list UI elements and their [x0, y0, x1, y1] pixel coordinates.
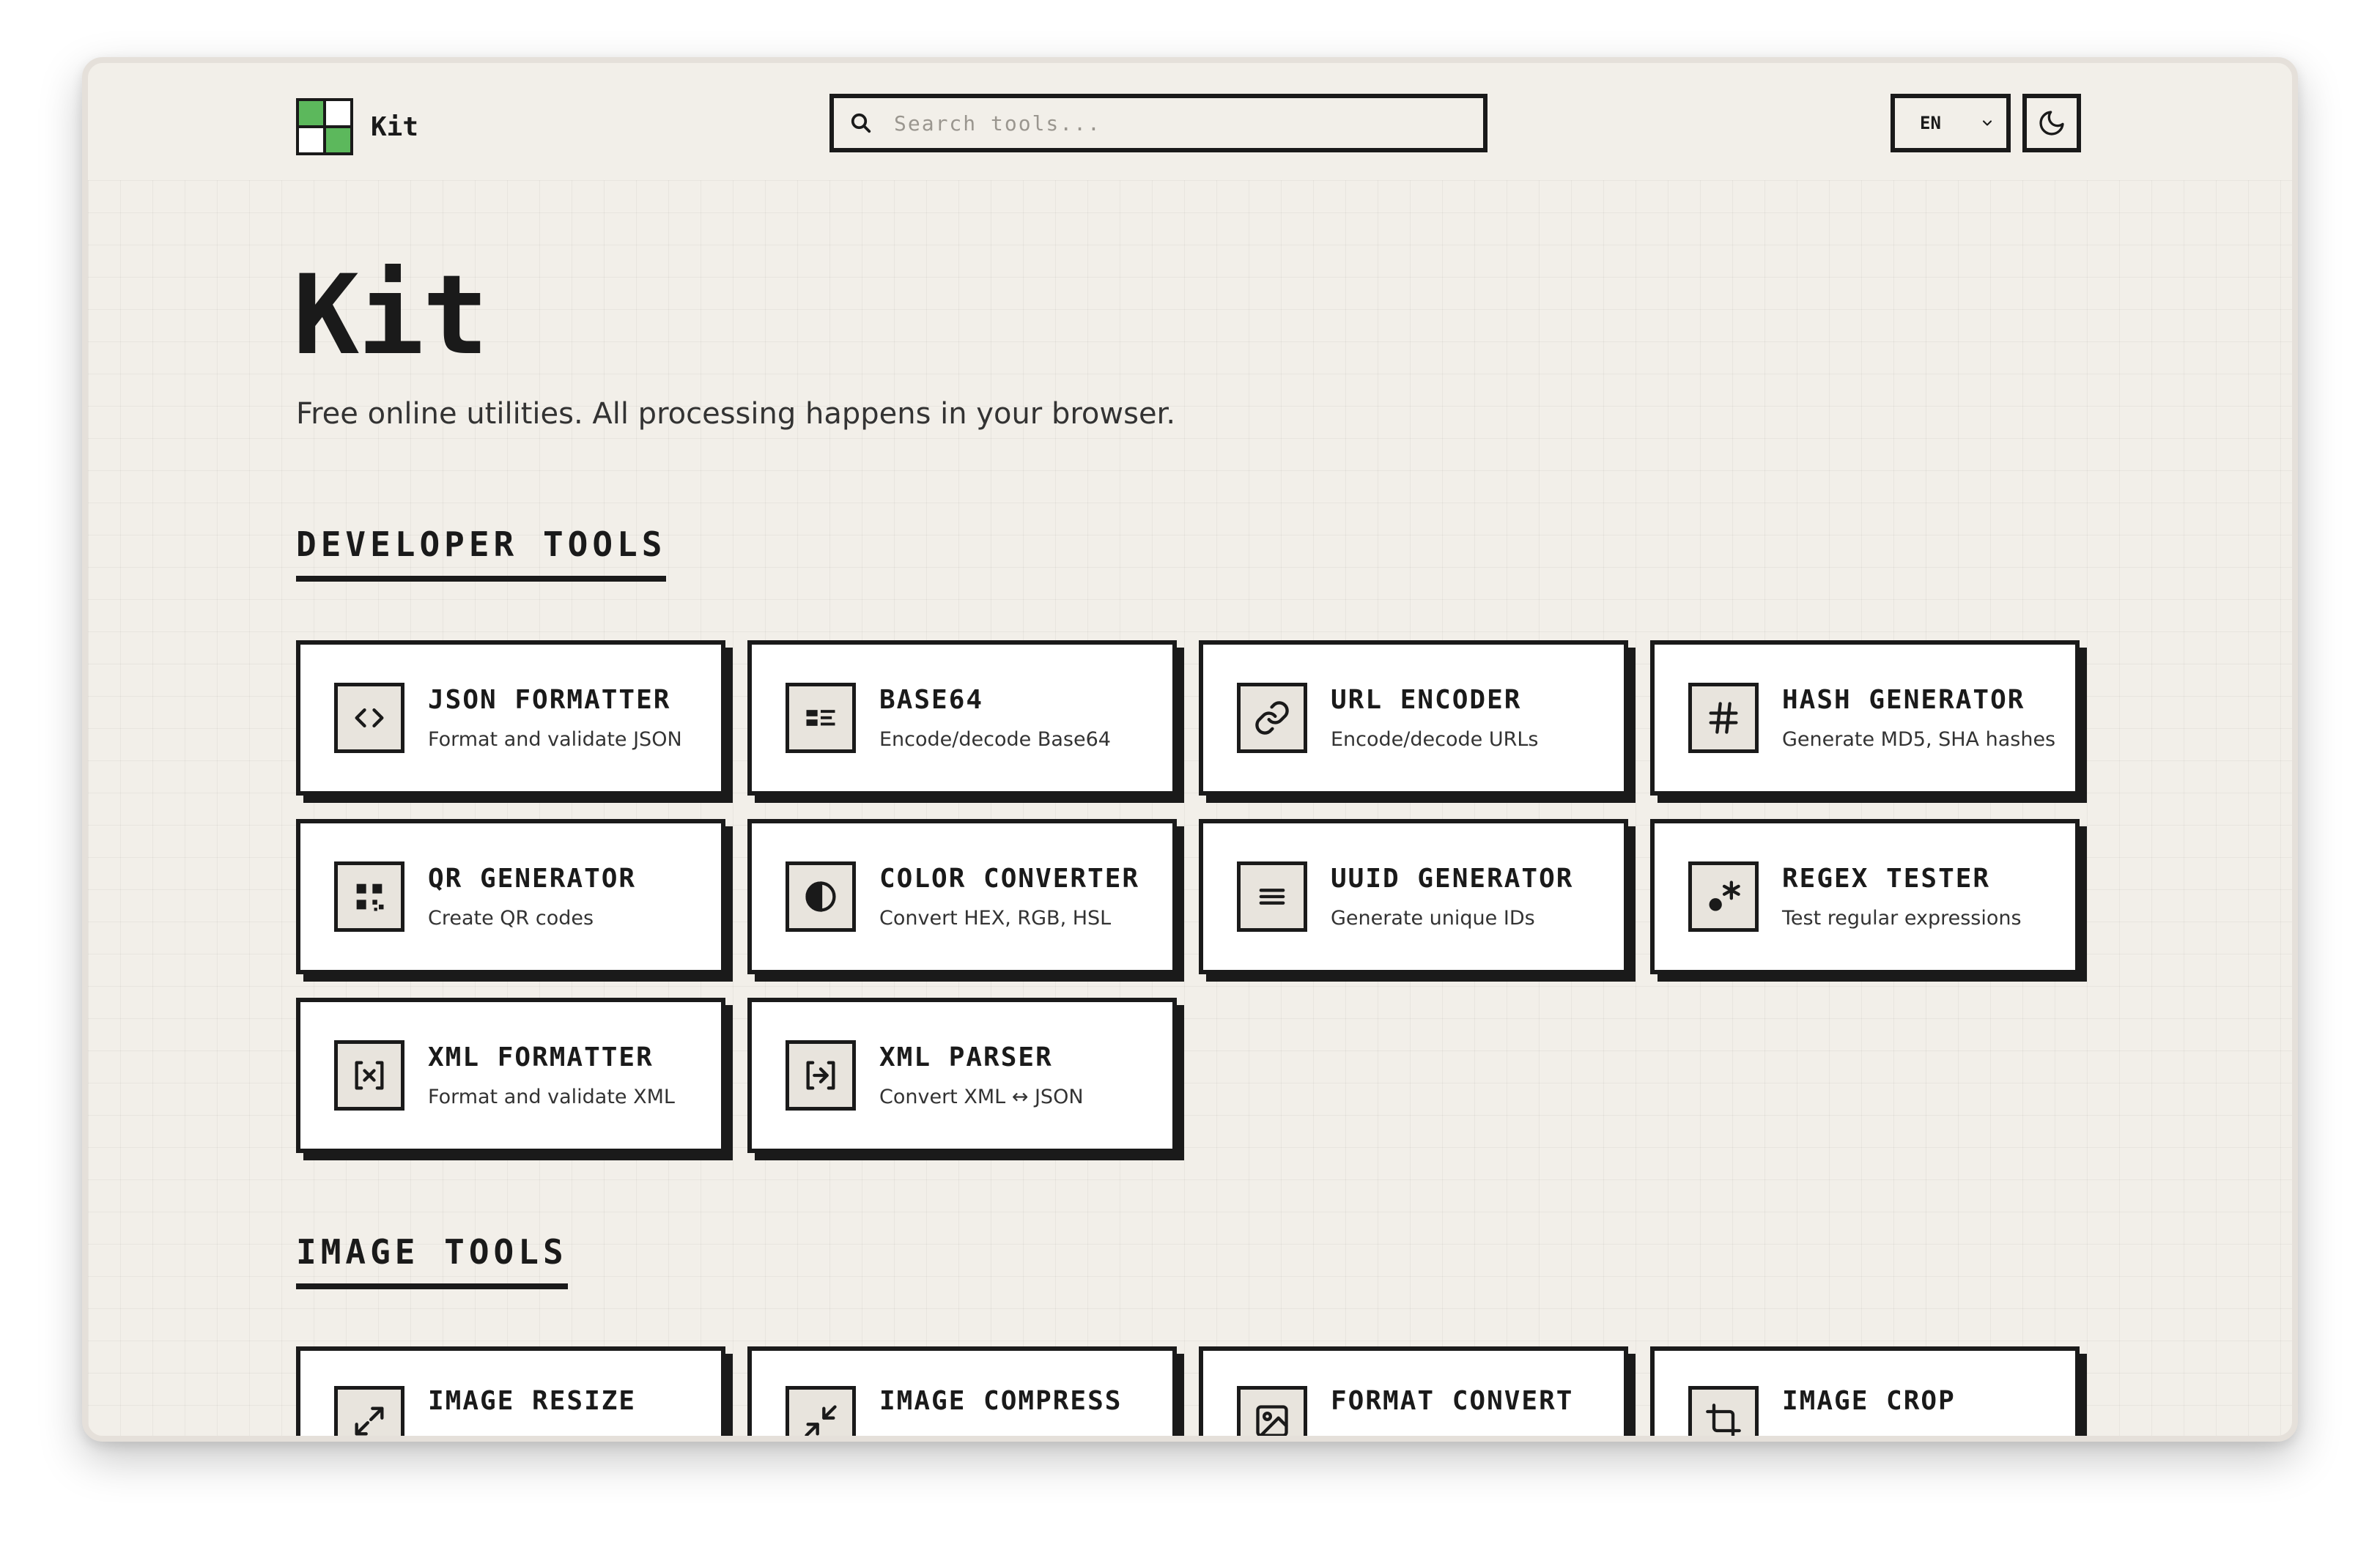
- tool-title: HASH GENERATOR: [1782, 685, 2025, 715]
- tool-card-image-resize[interactable]: IMAGE RESIZE: [296, 1346, 725, 1436]
- page-subtitle: Free online utilities. All processing ha…: [296, 397, 1176, 431]
- search-box[interactable]: [829, 94, 1488, 152]
- top-bar: Kit EN: [88, 63, 2292, 180]
- link-icon: [1237, 683, 1307, 753]
- tool-description: Format and validate JSON: [428, 728, 682, 751]
- tool-title: REGEX TESTER: [1782, 864, 1991, 894]
- tool-card-xml-formatter[interactable]: XML FORMATTER Format and validate XML: [296, 998, 725, 1153]
- tool-title: BASE64: [879, 685, 984, 715]
- hash-icon: [1688, 683, 1759, 753]
- tool-description: Encode/decode URLs: [1331, 728, 1539, 751]
- search-icon: [851, 113, 871, 133]
- xml-box-icon: [334, 1040, 404, 1111]
- tool-title: IMAGE CROP: [1782, 1386, 1956, 1416]
- tool-description: Encode/decode Base64: [879, 728, 1111, 751]
- tool-title: UUID GENERATOR: [1331, 864, 1574, 894]
- tool-title: IMAGE RESIZE: [428, 1386, 637, 1416]
- tool-title: COLOR CONVERTER: [879, 864, 1140, 894]
- section-title-developer: DEVELOPER TOOLS: [296, 525, 667, 582]
- tool-card-color-converter[interactable]: COLOR CONVERTER Convert HEX, RGB, HSL: [747, 819, 1177, 974]
- logo-mark-icon: [296, 98, 353, 155]
- tool-description: Generate MD5, SHA hashes: [1782, 728, 2056, 751]
- tool-description: Generate unique IDs: [1331, 907, 1535, 930]
- code-brackets-icon: [334, 683, 404, 753]
- tool-description: Convert HEX, RGB, HSL: [879, 907, 1112, 930]
- language-select[interactable]: EN: [1891, 94, 2011, 152]
- tool-title: URL ENCODER: [1331, 685, 1522, 715]
- language-selected: EN: [1920, 113, 1941, 133]
- lines-icon: [1237, 861, 1307, 932]
- tool-card-json-formatter[interactable]: JSON FORMATTER Format and validate JSON: [296, 640, 725, 796]
- moon-icon: [2039, 111, 2064, 136]
- tool-card-xml-parser[interactable]: XML PARSER Convert XML ↔ JSON: [747, 998, 1177, 1153]
- tool-description: Create QR codes: [428, 907, 594, 930]
- tool-card-image-crop[interactable]: IMAGE CROP: [1650, 1346, 2080, 1436]
- crop-icon: [1688, 1386, 1759, 1436]
- tool-card-image-compress[interactable]: IMAGE COMPRESS: [747, 1346, 1177, 1436]
- tool-title: QR GENERATOR: [428, 864, 637, 894]
- regex-icon: [1688, 861, 1759, 932]
- brand-logo[interactable]: Kit: [296, 98, 418, 155]
- tool-card-regex-tester[interactable]: REGEX TESTER Test regular expressions: [1650, 819, 2080, 974]
- compress-arrows-icon: [786, 1386, 856, 1436]
- contrast-icon: [786, 861, 856, 932]
- search-input[interactable]: [892, 110, 1452, 136]
- tool-title: XML PARSER: [879, 1042, 1053, 1072]
- tool-title: FORMAT CONVERT: [1331, 1386, 1574, 1416]
- theme-toggle-button[interactable]: [2022, 94, 2081, 152]
- tool-card-format-convert[interactable]: FORMAT CONVERT: [1199, 1346, 1628, 1436]
- expand-arrows-icon: [334, 1386, 404, 1436]
- brand-name: Kit: [371, 111, 419, 142]
- tool-description: Test regular expressions: [1782, 907, 2022, 930]
- image-icon: [1237, 1386, 1307, 1436]
- tool-card-hash-generator[interactable]: HASH GENERATOR Generate MD5, SHA hashes: [1650, 640, 2080, 796]
- tool-card-qr-generator[interactable]: QR GENERATOR Create QR codes: [296, 819, 725, 974]
- page-title: Kit: [293, 252, 489, 379]
- import-arrow-icon: [786, 1040, 856, 1111]
- grid-background: [88, 180, 2292, 1436]
- tool-title: IMAGE COMPRESS: [879, 1386, 1123, 1416]
- tool-title: JSON FORMATTER: [428, 685, 671, 715]
- tool-description: Convert XML ↔ JSON: [879, 1086, 1084, 1108]
- tool-card-url-encoder[interactable]: URL ENCODER Encode/decode URLs: [1199, 640, 1628, 796]
- binary-blocks-icon: [786, 683, 856, 753]
- tool-card-base64[interactable]: BASE64 Encode/decode Base64: [747, 640, 1177, 796]
- tool-title: XML FORMATTER: [428, 1042, 654, 1072]
- section-title-image: IMAGE TOOLS: [296, 1232, 568, 1289]
- tool-description: Format and validate XML: [428, 1086, 675, 1108]
- chevron-down-icon: [1982, 120, 1992, 126]
- qr-code-icon: [334, 861, 404, 932]
- tool-card-uuid-generator[interactable]: UUID GENERATOR Generate unique IDs: [1199, 819, 1628, 974]
- browser-window: Kit EN Kit Free online utilities. All pr…: [82, 57, 2298, 1442]
